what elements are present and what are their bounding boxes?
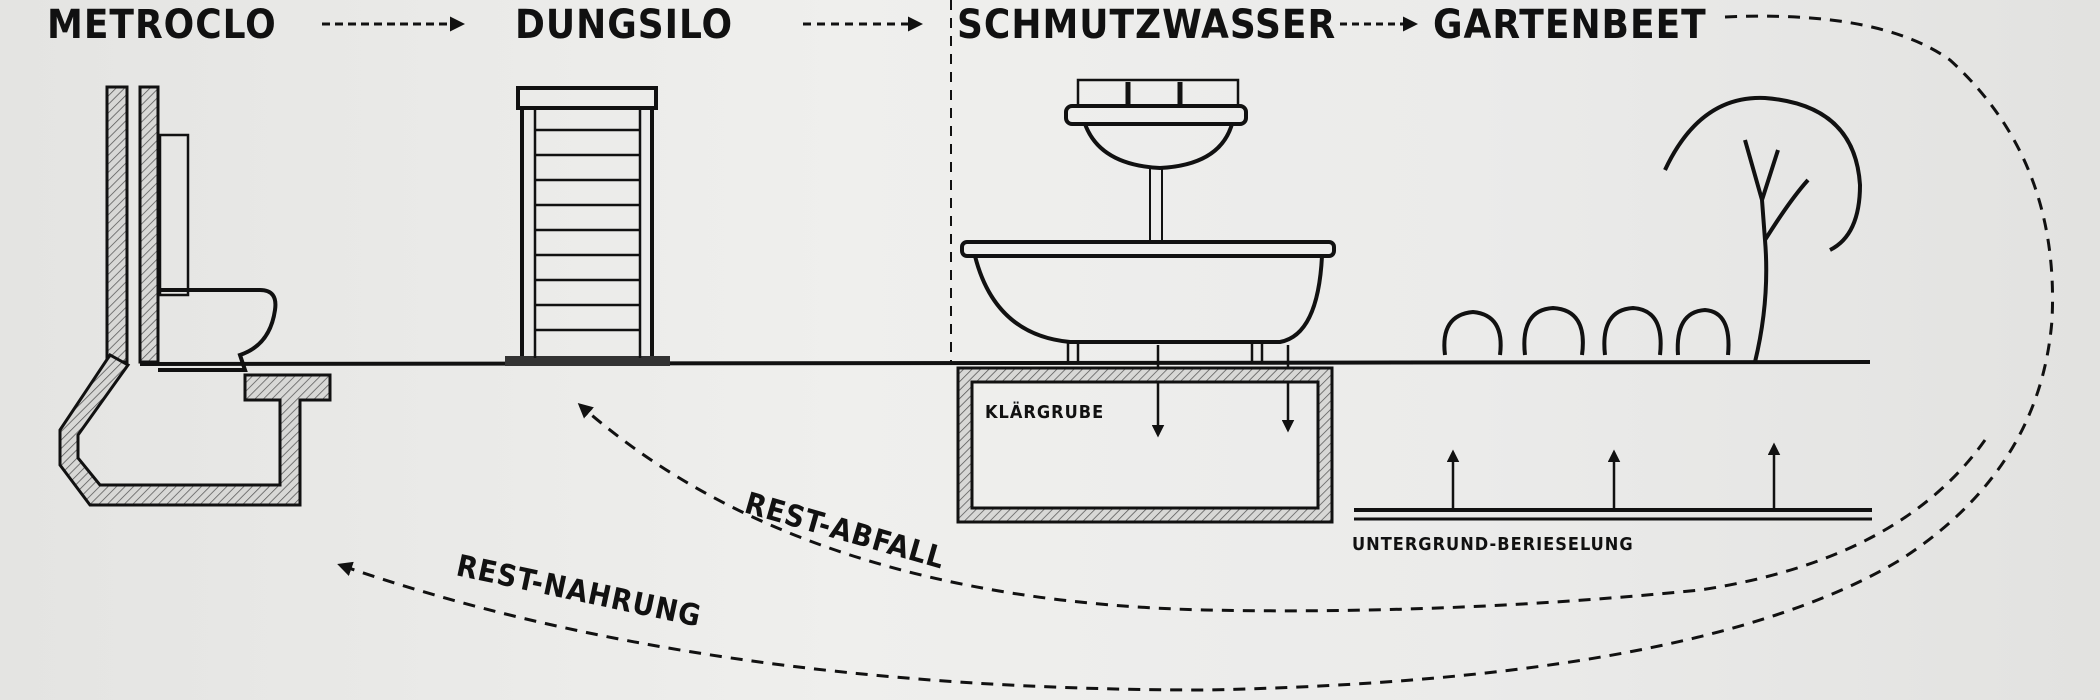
metroclo-toilet-drawing [58, 85, 332, 507]
return-curve-rest-nahrung [337, 14, 2055, 692]
label-metroclo: METROCLO [47, 2, 277, 48]
label-gartenbeet: GARTENBEET [1433, 2, 1707, 48]
dungsilo-drawing [505, 86, 670, 366]
label-schmutzwasser: SCHMUTZWASSER [957, 2, 1336, 48]
label-klaergrube: KLÄRGRUBE [985, 401, 1104, 423]
washbasin-and-bathtub-drawing [960, 78, 1336, 438]
garden-bed-drawing: UNTERGRUND-BERIESELUNG [1352, 95, 1872, 555]
label-rest-nahrung: REST-NAHRUNG [453, 549, 704, 635]
klaergrube-tank: KLÄRGRUBE [956, 366, 1334, 524]
label-dungsilo: DUNGSILO [515, 2, 733, 48]
label-untergrund-berieselung: UNTERGRUND-BERIESELUNG [1352, 534, 1634, 555]
return-curve-rest-abfall [577, 403, 1987, 613]
label-rest-abfall: REST-ABFALL [741, 486, 949, 577]
ground-line [139, 360, 1871, 366]
